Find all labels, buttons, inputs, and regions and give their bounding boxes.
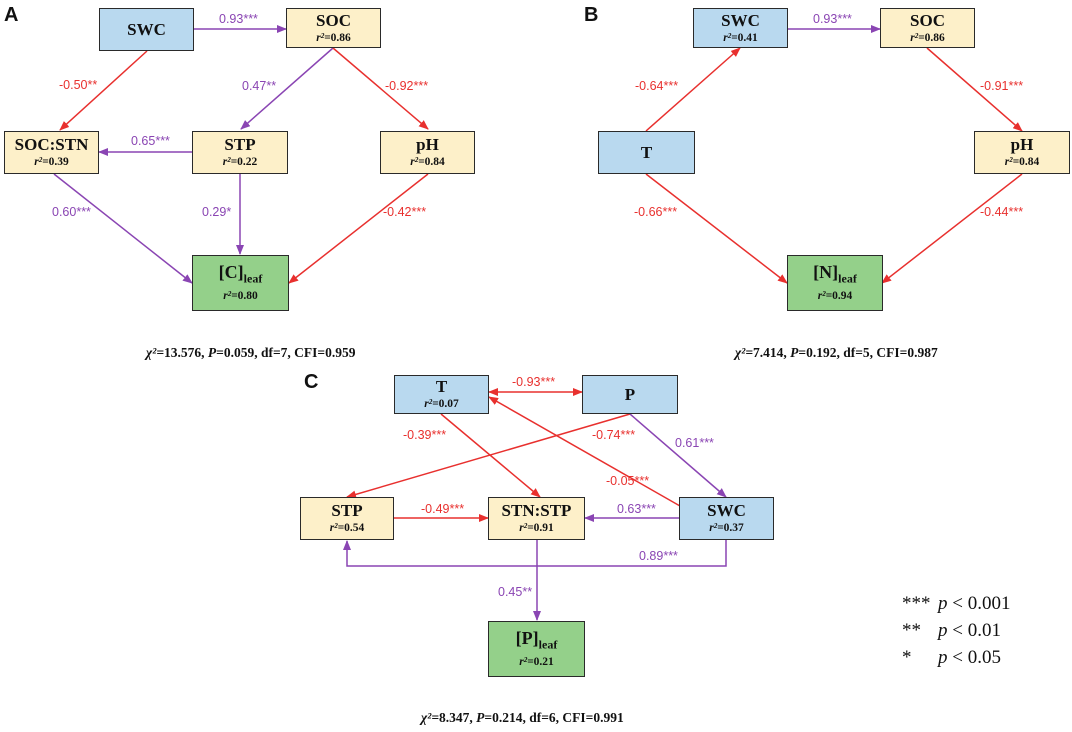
node-name: T — [435, 377, 448, 396]
coef-c-p-stp: -0.74*** — [592, 428, 636, 442]
arrow-b-soc-ph — [926, 47, 1023, 132]
r2-value: r²=0.94 — [817, 289, 853, 302]
r2-value: r²=0.41 — [723, 31, 758, 44]
coef-b-swc-soc: 0.93*** — [813, 12, 852, 26]
node-name: STN:STP — [501, 501, 572, 520]
legend-row: ***p < 0.001 — [902, 593, 1011, 614]
fit-stats-c: χ²=8.347, P=0.214, df=6, CFI=0.991 — [421, 710, 624, 725]
node-name: [C]leaf — [218, 262, 263, 286]
legend-row: *p < 0.05 — [902, 647, 1001, 668]
node-a-stp: STP r²=0.22 — [192, 131, 288, 174]
node-name: SWC — [721, 10, 760, 30]
coef-a-soc-ph: -0.92*** — [385, 79, 429, 93]
node-name: SOC:STN — [14, 135, 89, 154]
r2-value: r²=0.86 — [316, 31, 351, 44]
r2-value: r²=0.07 — [424, 398, 459, 410]
arrow-b-t-nleaf — [645, 173, 788, 284]
coef-b-t-nleaf: -0.66*** — [634, 205, 678, 219]
coef-a-stp-cleaf: 0.29* — [202, 205, 232, 219]
coef-a-swc-soc: 0.93*** — [219, 12, 258, 26]
node-c-stp: STP r²=0.54 — [300, 497, 394, 540]
coef-a-stp-socstn: 0.65*** — [131, 134, 170, 148]
coef-b-t-swc: -0.64*** — [635, 79, 679, 93]
panel-label-a: A — [4, 4, 19, 26]
arrow-c-swc-t — [488, 396, 681, 507]
coef-a-socstn-cleaf: 0.60*** — [52, 205, 91, 219]
node-name: SOC — [316, 10, 351, 30]
coef-a-ph-cleaf: -0.42*** — [383, 205, 427, 219]
r2-value: r²=0.54 — [329, 522, 365, 534]
r2-value: r²=0.22 — [222, 156, 258, 168]
fit-stats-a: χ²=13.576, P=0.059, df=7, CFI=0.959 — [146, 345, 356, 360]
node-name: pH — [416, 135, 439, 154]
coef-c-t-stnstp: -0.39*** — [403, 428, 447, 442]
node-c-stnstp: STN:STP r²=0.91 — [488, 497, 585, 540]
node-a-ph: pH r²=0.84 — [380, 131, 475, 174]
arrow-a-swc-socstn — [59, 50, 148, 131]
coef-a-soc-stp: 0.47** — [242, 79, 277, 93]
r2-value: r²=0.21 — [519, 655, 554, 668]
node-name: STP — [224, 135, 256, 154]
coef-c-p-swc: 0.61*** — [675, 436, 714, 450]
node-name: STP — [331, 501, 363, 520]
node-name: P — [624, 384, 636, 404]
node-a-swc: SWC — [99, 8, 194, 51]
coef-c-stnstp-pleaf: 0.45** — [498, 585, 533, 599]
node-b-t: T — [598, 131, 695, 174]
r2-value: r²=0.84 — [410, 156, 445, 168]
node-b-swc: SWC r²=0.41 — [693, 8, 788, 48]
arrow-a-ph-cleaf — [288, 173, 429, 284]
r2-value: r²=0.91 — [519, 522, 554, 534]
r2-value: r²=0.84 — [1004, 156, 1040, 168]
r2-value: r²=0.80 — [223, 289, 258, 302]
r2-value: r²=0.86 — [910, 31, 945, 44]
arrow-a-soc-ph — [332, 47, 429, 130]
r2-value: r²=0.37 — [709, 522, 744, 534]
node-c-t: T r²=0.07 — [394, 375, 489, 414]
panel-label-c: C — [304, 371, 319, 393]
node-b-soc: SOC r²=0.86 — [880, 8, 975, 48]
node-name: T — [640, 142, 653, 162]
node-name: [N]leaf — [813, 262, 857, 286]
node-name: pH — [1010, 135, 1034, 154]
coef-c-t-p: -0.93*** — [512, 375, 556, 389]
arrow-c-p-stp — [346, 413, 631, 499]
node-name: SWC — [707, 501, 746, 520]
node-name: SWC — [127, 19, 166, 39]
node-c-swc: SWC r²=0.37 — [679, 497, 774, 540]
r2-value: r²=0.39 — [34, 156, 69, 168]
coef-c-swc-stnstp: 0.63*** — [617, 502, 656, 516]
node-a-cleaf: [C]leaf r²=0.80 — [192, 255, 289, 311]
significance-legend: ***p < 0.001 **p < 0.01 *p < 0.05 — [902, 590, 1010, 671]
fit-stats-b: χ²=7.414, P=0.192, df=5, CFI=0.987 — [735, 345, 938, 360]
coef-c-swc-stp: 0.89*** — [639, 549, 678, 563]
arrow-a-soc-stp — [240, 47, 334, 130]
arrow-a-socstn-cleaf — [53, 173, 193, 284]
node-name: SOC — [910, 10, 945, 30]
panel-label-b: B — [584, 4, 599, 26]
node-b-ph: pH r²=0.84 — [974, 131, 1070, 174]
node-c-p: P — [582, 375, 678, 414]
legend-row: **p < 0.01 — [902, 620, 1001, 641]
coef-b-ph-nleaf: -0.44*** — [980, 205, 1024, 219]
coef-c-stp-stnstp: -0.49*** — [421, 502, 465, 516]
node-name: [P]leaf — [515, 628, 558, 652]
coef-b-soc-ph: -0.91*** — [980, 79, 1024, 93]
arrow-c-p-swc — [629, 413, 727, 498]
node-a-soc: SOC r²=0.86 — [286, 8, 381, 48]
arrow-b-ph-nleaf — [881, 173, 1023, 284]
node-c-pleaf: [P]leaf r²=0.21 — [488, 621, 585, 677]
arrow-b-t-swc — [645, 47, 741, 132]
node-a-socstn: SOC:STN r²=0.39 — [4, 131, 99, 174]
node-b-nleaf: [N]leaf r²=0.94 — [787, 255, 883, 311]
coef-c-swc-t: -0.05*** — [606, 474, 650, 488]
coef-a-swc-socstn: -0.50** — [59, 78, 98, 92]
